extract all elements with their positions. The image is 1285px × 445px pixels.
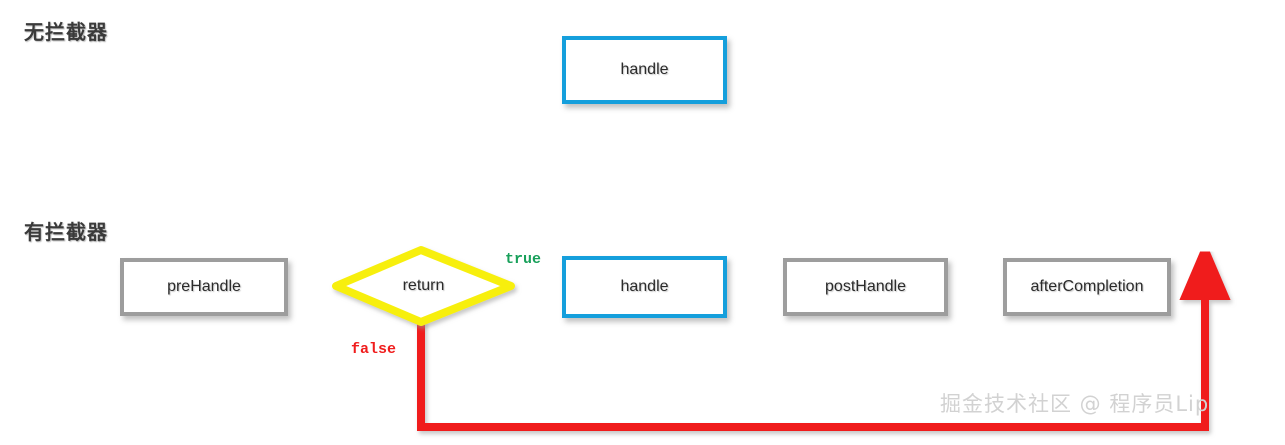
node-label: handle <box>620 61 669 78</box>
edge-label-false: false <box>351 341 397 358</box>
node-handle-row1[interactable]: handle <box>562 36 727 104</box>
false-return-path <box>417 240 1231 431</box>
node-label: handle <box>620 278 669 295</box>
row1-title: 无拦截器 <box>24 22 108 44</box>
return-decision-diamond[interactable] <box>332 246 515 326</box>
node-handle-row2[interactable]: handle <box>562 256 727 318</box>
node-label: preHandle <box>167 278 241 295</box>
diamond-shape <box>332 246 515 326</box>
node-aftercompletion[interactable]: afterCompletion <box>1003 258 1171 316</box>
node-label: postHandle <box>825 278 906 295</box>
node-label: return <box>402 277 445 294</box>
row2-title: 有拦截器 <box>24 222 108 244</box>
edge-label-true: true <box>505 251 542 268</box>
node-return-decision[interactable]: return <box>336 250 511 322</box>
false-path-line <box>417 240 1231 431</box>
node-posthandle[interactable]: postHandle <box>783 258 948 316</box>
watermark: 掘金技术社区 @ 程序员Lip <box>940 392 1210 416</box>
node-label: afterCompletion <box>1030 278 1144 295</box>
node-prehandle[interactable]: preHandle <box>120 258 288 316</box>
